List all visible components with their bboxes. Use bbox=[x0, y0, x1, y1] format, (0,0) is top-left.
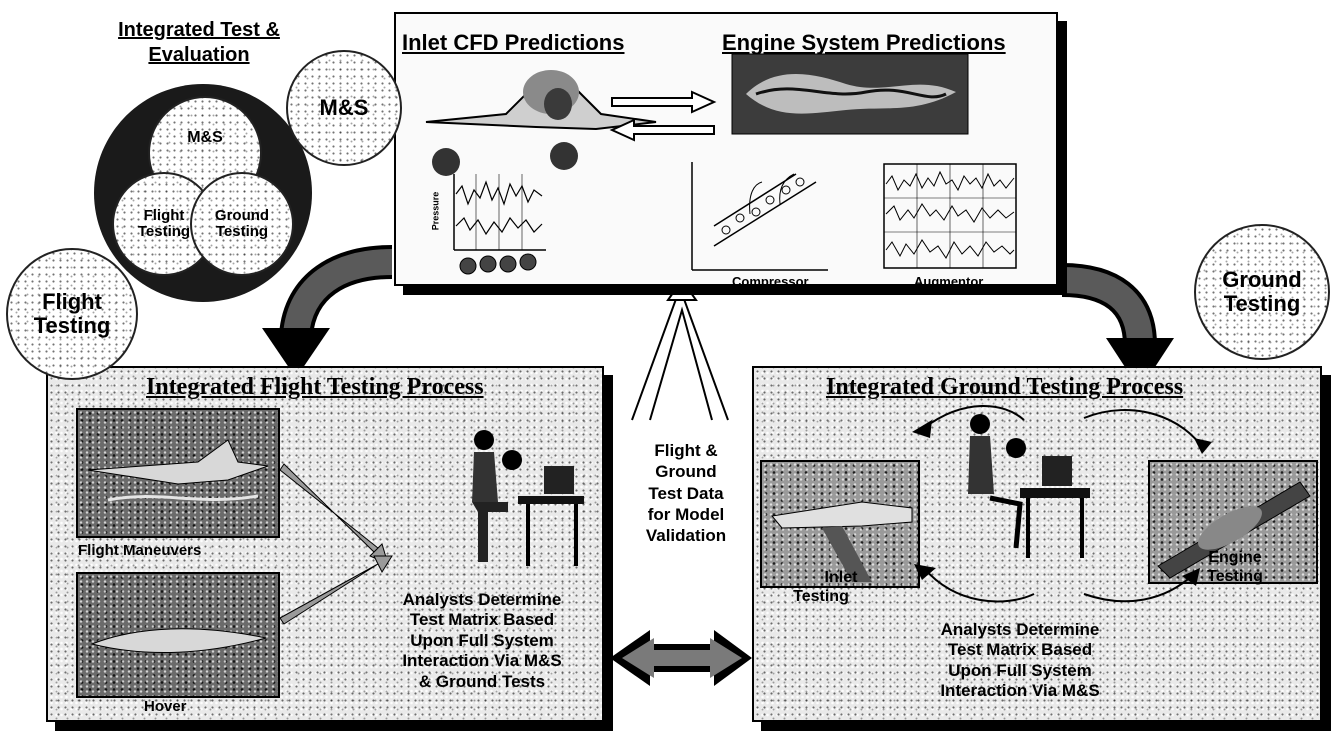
flight-badge-line-2: Testing bbox=[33, 313, 111, 338]
validation-arrows bbox=[631, 278, 729, 421]
compressor-plot bbox=[691, 162, 828, 271]
venn-ms-label: M&S bbox=[187, 129, 223, 146]
aircraft-hover-icon bbox=[90, 628, 267, 654]
venn-title: Integrated Test & Evaluation bbox=[70, 18, 328, 68]
predictions-artwork bbox=[425, 53, 1017, 275]
validation-line-2: Ground bbox=[655, 462, 717, 482]
ground-analysts-line-2: Test Matrix Based bbox=[947, 640, 1093, 660]
validation-line-4: for Model bbox=[647, 504, 725, 524]
ground-analyst-workstation-image bbox=[968, 414, 1090, 558]
ground-flow-arrows bbox=[912, 405, 1212, 603]
ms-badge-label: M&S bbox=[319, 95, 369, 120]
venn-title-line-2: Evaluation bbox=[148, 44, 250, 66]
curved-arrow-right bbox=[1061, 263, 1174, 390]
inlet-rig-icon bbox=[771, 501, 913, 582]
aircraft-maneuver-icon bbox=[87, 439, 269, 502]
ground-testing-badge: Ground Testing bbox=[1194, 224, 1330, 360]
ground-badge-line-1: Ground bbox=[1222, 267, 1302, 293]
ground-testing-panel: Integrated Ground Testing Process In bbox=[752, 366, 1322, 722]
ground-analysts-text: Analysts Determine Test Matrix Based Upo… bbox=[904, 620, 1136, 702]
flight-badge-line-1: Flight bbox=[42, 289, 102, 315]
flight-flow-arrows bbox=[279, 463, 393, 625]
ground-badge-line-2: Testing bbox=[1223, 291, 1301, 316]
flight-analysts-line-4: Interaction Via M&S bbox=[402, 651, 562, 671]
inlet-rig-image bbox=[760, 460, 920, 588]
engine-cross-section bbox=[731, 53, 969, 135]
engine-rig-icon bbox=[1157, 481, 1311, 579]
engine-rig-image bbox=[1148, 460, 1318, 584]
venn-ground-line-1: Ground bbox=[214, 206, 270, 224]
flight-analysts-line-1: Analysts Determine bbox=[402, 590, 562, 609]
validation-line-1: Flight & bbox=[654, 441, 718, 460]
inlet-testing-line-1: Inlet bbox=[824, 569, 858, 586]
compressor-label: Compressor bbox=[732, 274, 809, 289]
ground-analysts-line-3: Upon Full System bbox=[948, 660, 1092, 680]
inlet-cfd-title: Inlet CFD Predictions bbox=[402, 30, 625, 55]
ground-panel-title: Integrated Ground Testing Process bbox=[826, 374, 1184, 400]
double-arrow bbox=[610, 630, 752, 686]
venn-ground-circle: Ground Testing bbox=[190, 172, 294, 276]
engine-testing-label: Engine Testing bbox=[1180, 548, 1290, 586]
flight-analysts-line-5: & Ground Tests bbox=[418, 671, 546, 691]
flight-testing-panel: Integrated Flight Testing Process Flight… bbox=[46, 366, 604, 722]
validation-note: Flight & Ground Test Data for Model Vali… bbox=[634, 440, 738, 547]
engine-testing-line-2: Testing bbox=[1207, 568, 1263, 586]
flight-panel-title: Integrated Flight Testing Process bbox=[146, 374, 484, 400]
curved-arrow-left bbox=[262, 245, 393, 378]
aircraft-cfd-image bbox=[425, 70, 657, 176]
validation-line-5: Validation bbox=[645, 526, 727, 545]
hover-image bbox=[76, 572, 280, 698]
venn-ground-line-2: Testing bbox=[215, 223, 269, 240]
flight-testing-badge: Flight Testing bbox=[6, 248, 138, 380]
validation-line-3: Test Data bbox=[648, 483, 724, 503]
venn-flight-circle: Flight Testing bbox=[112, 172, 216, 276]
inlet-testing-line-2: Testing bbox=[793, 588, 849, 606]
augmentor-label: Augmentor bbox=[914, 274, 984, 289]
flight-analysts-line-3: Upon Full System bbox=[410, 630, 554, 650]
venn-flight-line-1: Flight bbox=[143, 206, 185, 224]
pressure-axis-label: Pressure bbox=[430, 191, 441, 231]
venn-title-line-1: Integrated Test & bbox=[118, 19, 280, 41]
exchange-arrows bbox=[609, 90, 717, 142]
analyst-workstation-image bbox=[472, 430, 584, 566]
flight-analysts-line-2: Test Matrix Based bbox=[409, 610, 555, 630]
engine-predictions-title: Engine System Predictions bbox=[722, 30, 1006, 55]
flight-maneuvers-image bbox=[76, 408, 280, 538]
flight-maneuvers-label: Flight Maneuvers bbox=[78, 542, 202, 559]
flight-analysts-text: Analysts Determine Test Matrix Based Upo… bbox=[366, 590, 598, 692]
inlet-testing-label: Inlet Testing bbox=[766, 568, 876, 606]
ms-badge: M&S bbox=[286, 50, 402, 166]
venn-flight-line-2: Testing bbox=[137, 223, 191, 240]
hover-label: Hover bbox=[144, 698, 187, 715]
predictions-panel: Inlet CFD Predictions Engine System Pred… bbox=[394, 12, 1058, 289]
ground-analysts-line-1: Analysts Determine bbox=[940, 620, 1100, 639]
ground-analysts-line-4: Interaction Via M&S bbox=[940, 681, 1100, 701]
pressure-plot bbox=[453, 174, 546, 275]
engine-testing-line-1: Engine bbox=[1208, 549, 1262, 566]
augmentor-plot bbox=[883, 163, 1017, 269]
